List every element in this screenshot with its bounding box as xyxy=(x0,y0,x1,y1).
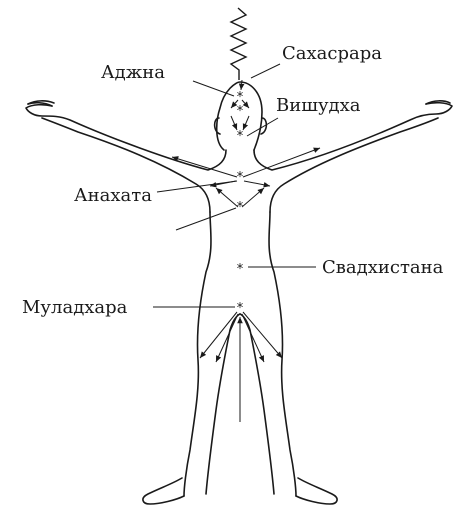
chakra-point-sahasrara: * xyxy=(237,90,244,105)
chakra-point-anahata-upper: * xyxy=(237,170,244,185)
chakra-point-ajna: * xyxy=(237,104,244,119)
label-vishuddha: Вишудха xyxy=(276,95,361,116)
chakra-point-muladhara: * xyxy=(237,301,244,316)
leg-arrows xyxy=(200,312,282,422)
human-figure-outline xyxy=(26,82,452,504)
chakra-point-svadhisthana: * xyxy=(237,262,244,277)
label-muladhara: Муладхара xyxy=(22,297,128,318)
chakra-point-vishuddha: * xyxy=(237,129,244,144)
energy-spring xyxy=(231,8,246,80)
chest-arrows xyxy=(172,148,320,230)
chakra-points: * * * * * * * xyxy=(237,90,244,316)
chakra-point-anahata-lower: * xyxy=(237,200,244,215)
label-svadhisthana: Свадхистана xyxy=(322,257,444,278)
label-sahasrara: Сахасрара xyxy=(282,43,382,64)
label-ajna: Аджна xyxy=(101,62,165,83)
label-anahata: Анахата xyxy=(74,185,152,206)
